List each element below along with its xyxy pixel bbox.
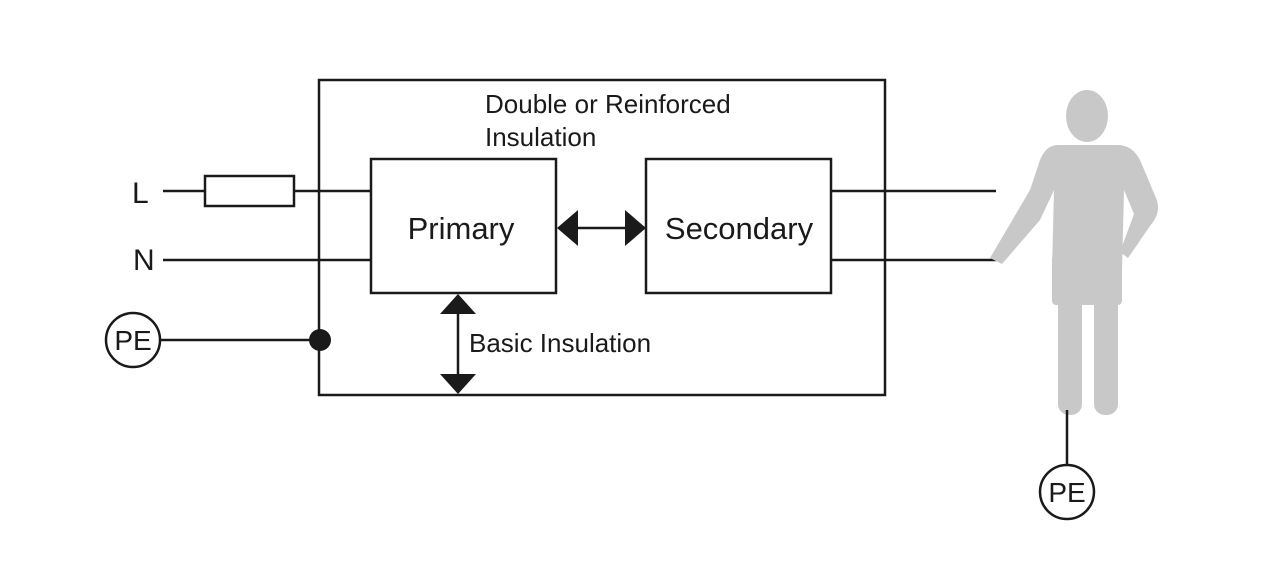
basic-insulation-label: Basic Insulation: [469, 328, 651, 358]
primary-label: Primary: [408, 211, 515, 246]
line-label: L: [132, 177, 149, 210]
double-insulation-arrow: [557, 210, 646, 246]
pe-left-label: PE: [114, 325, 151, 356]
secondary-label: Secondary: [665, 211, 814, 246]
pe-right-circle: [1038, 463, 1096, 521]
pe-junction-dot: [309, 329, 331, 351]
basic-insulation-arrow: [440, 294, 476, 394]
double-insulation-label-line1: Double or Reinforced: [485, 89, 731, 119]
neutral-label: N: [133, 244, 155, 277]
person-figure: [990, 90, 1158, 415]
primary-box: [369, 157, 558, 295]
pe-right-label: PE: [1048, 477, 1085, 508]
secondary-box: [644, 157, 833, 295]
double-insulation-label-line2: Insulation: [485, 122, 596, 152]
enclosure-box: [317, 78, 887, 397]
fuse-symbol: [203, 174, 296, 208]
